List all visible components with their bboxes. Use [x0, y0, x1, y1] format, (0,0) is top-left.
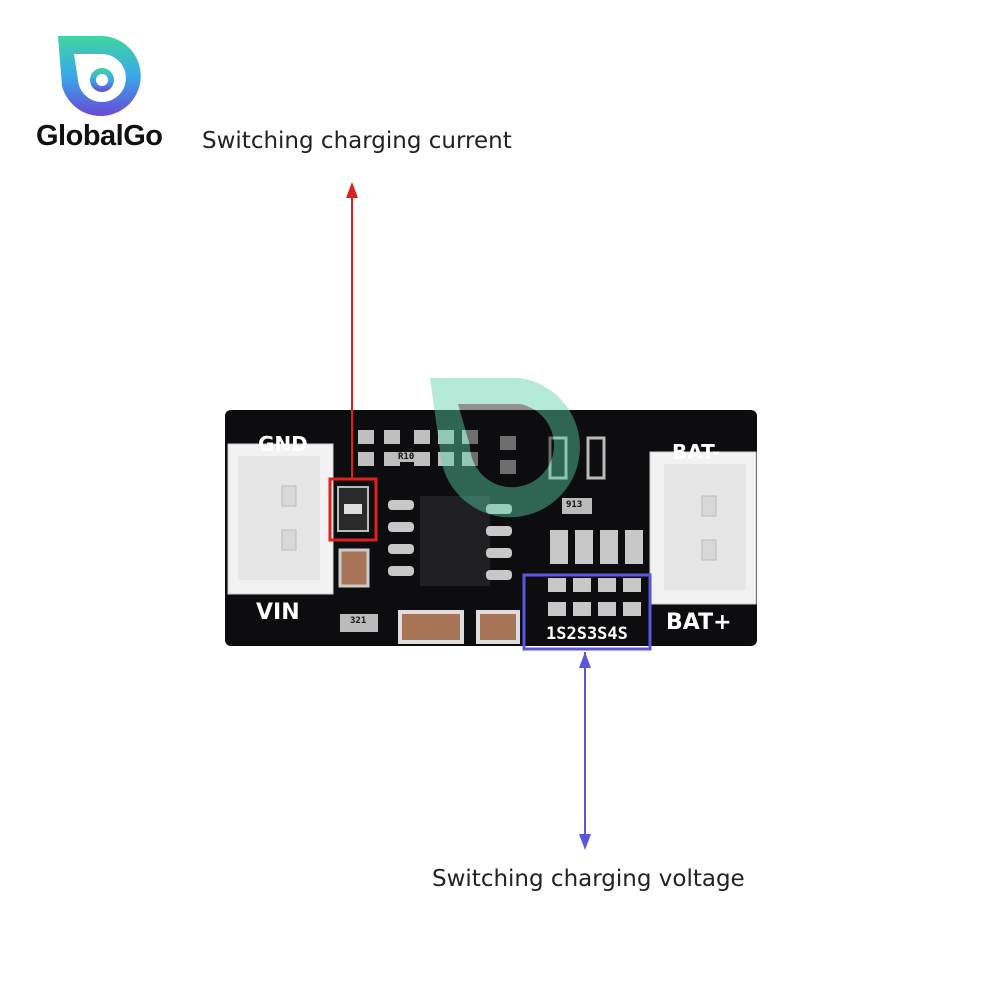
capacitor-bottom-1: [398, 610, 464, 644]
watermark-logo-icon: [430, 378, 580, 518]
label-bat-plus: BAT+: [666, 610, 732, 635]
cell-select-label: 1S2S3S4S: [546, 624, 628, 644]
smd-pads-top: [358, 430, 516, 474]
capacitor-bottom-2: [476, 610, 520, 644]
ic-chip: [420, 496, 490, 586]
label-gnd: GND: [258, 432, 308, 456]
ic-pins: [388, 500, 512, 580]
config-resistor-grid: [548, 530, 643, 616]
connector-right: [649, 451, 757, 605]
code-r10: R10: [396, 452, 417, 462]
voltage-arrow-up-icon: [579, 652, 591, 668]
globalgo-logo-icon: [58, 36, 141, 116]
brand-name: GlobalGo: [36, 120, 163, 152]
code-913: 913: [566, 500, 583, 510]
voltage-highlight-box: [522, 573, 652, 651]
caption-switching-voltage: Switching charging voltage: [432, 866, 745, 892]
voltage-arrow-down-icon: [579, 834, 591, 850]
code-321: 321: [350, 616, 367, 626]
current-arrow-icon: [346, 182, 358, 198]
label-bat-minus: BAT-: [672, 440, 721, 464]
capacitor-left: [338, 548, 370, 588]
connector-left: [227, 443, 334, 595]
caption-switching-current: Switching charging current: [202, 128, 512, 154]
label-vin: VIN: [256, 600, 300, 625]
